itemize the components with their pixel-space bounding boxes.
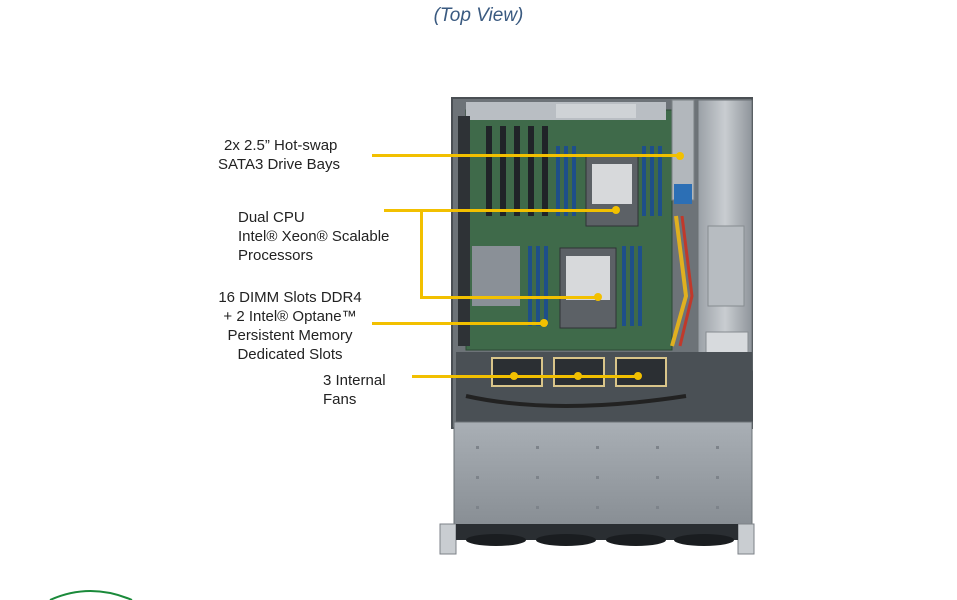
fans-label: 3 Internal Fans xyxy=(323,371,386,409)
dimm-leader xyxy=(372,322,544,325)
drive-bays-line-1: 2x 2.5” Hot-swap xyxy=(224,137,338,154)
drive-bays-line-2: SATA3 Drive Bays xyxy=(218,156,340,173)
fan-3-dot xyxy=(634,372,642,380)
dimm-dot xyxy=(540,319,548,327)
cpu-line-1: Dual CPU xyxy=(238,209,305,226)
dimm-line-2: + 2 Intel® Optane™ xyxy=(223,308,357,325)
fans-leader xyxy=(412,375,638,378)
dimm-line-4: Dedicated Slots xyxy=(237,346,343,363)
drive-bays-label: 2x 2.5” Hot-swap SATA3 Drive Bays xyxy=(218,136,340,174)
cpu-top-dot xyxy=(612,206,620,214)
dimm-line-1: 16 DIMM Slots DDR4 xyxy=(218,289,362,306)
fan-1-dot xyxy=(510,372,518,380)
view-caption: (Top View) xyxy=(433,5,524,26)
cpu-leader-bottom xyxy=(420,296,598,299)
cpu-bottom-dot xyxy=(594,293,602,301)
brand-logo xyxy=(49,590,133,600)
drive-bays-leader xyxy=(372,154,680,157)
fan-2-dot xyxy=(574,372,582,380)
cpu-line-2: Intel® Xeon® Scalable xyxy=(238,228,390,245)
server-top-view-image xyxy=(439,97,755,555)
cpu-leader-top xyxy=(384,209,618,212)
cpu-line-3: Processors xyxy=(238,247,314,264)
cpu-label: Dual CPU Intel® Xeon® Scalable Processor… xyxy=(238,208,389,265)
cpu-leader-vertical xyxy=(420,209,423,298)
fans-line-1: 3 Internal xyxy=(323,372,386,389)
dimm-line-3: Persistent Memory xyxy=(227,327,353,344)
fans-line-2: Fans xyxy=(323,391,357,408)
dimm-label: 16 DIMM Slots DDR4 + 2 Intel® Optane™ Pe… xyxy=(210,288,370,364)
drive-bays-dot xyxy=(676,152,684,160)
